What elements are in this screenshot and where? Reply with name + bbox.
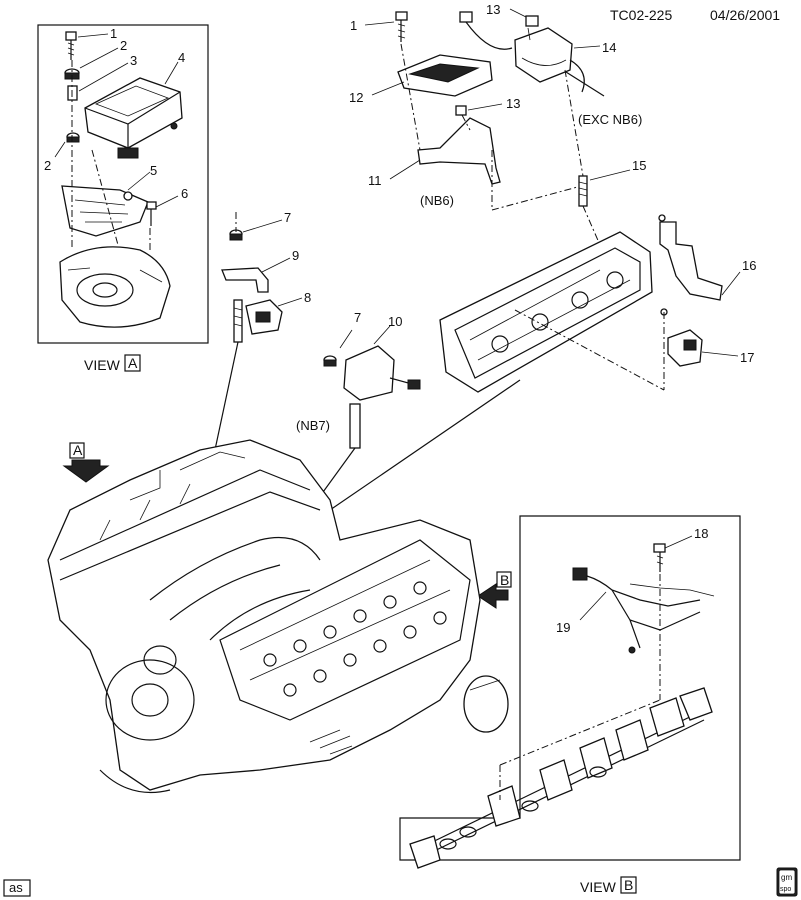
- callout-4: 4: [178, 50, 185, 65]
- callout-1-upper: 1: [350, 18, 357, 33]
- callout-5: 5: [150, 163, 157, 178]
- as-tag-box: [3, 879, 31, 897]
- callout-14: 14: [602, 40, 616, 55]
- view-b-letter: B: [624, 877, 633, 893]
- callout-18: 18: [694, 526, 708, 541]
- callout-15: 15: [632, 158, 646, 173]
- view-b-arrow: B: [477, 571, 512, 609]
- ignition-coil-assembly: 13 14 (EXC NB6): [459, 2, 642, 127]
- view-a-letter-box: [124, 354, 141, 372]
- valve-cover-part: [439, 231, 665, 393]
- callout-2-lower: 2: [44, 158, 51, 173]
- callout-2: 2: [120, 38, 127, 53]
- callout-17: 17: [740, 350, 754, 365]
- diagram-date: 04/26/2001: [710, 7, 780, 23]
- logo-spo: spo: [780, 886, 791, 893]
- stud-part: 15: [564, 69, 646, 246]
- view-a-letter: A: [128, 355, 138, 371]
- bracket-part: [61, 185, 149, 237]
- rocker-shaft-part: [409, 687, 713, 869]
- view-b-word: VIEW: [580, 879, 617, 895]
- callout-8: 8: [304, 290, 311, 305]
- wiring-bracket-part: 16: [658, 214, 756, 316]
- callout-7-lower: 7: [354, 310, 361, 325]
- view-a-arrow: A: [62, 442, 110, 483]
- arrow-a-letter: A: [73, 442, 83, 458]
- callout-6: 6: [181, 186, 188, 201]
- engine-fragment: [59, 246, 171, 328]
- callout-19: 19: [556, 620, 570, 635]
- sensor-connector-part: 17: [663, 312, 754, 390]
- as-tag: as: [9, 880, 23, 895]
- note-nb6: (NB6): [420, 193, 454, 208]
- callout-13-lower: 13: [506, 96, 520, 111]
- note-nb7: (NB7): [296, 418, 330, 433]
- callout-3: 3: [130, 53, 137, 68]
- view-a-panel: 1 2 3 4 2 5 6: [37, 24, 209, 344]
- view-b-panel: 18 19: [399, 515, 741, 869]
- callout-7-upper: 7: [284, 210, 291, 225]
- view-a-frame: [37, 24, 209, 344]
- logo-gm: gm: [781, 873, 792, 882]
- callout-10: 10: [388, 314, 402, 329]
- note-exc-nb6: (EXC NB6): [578, 112, 642, 127]
- gm-spo-logo: gm spo: [776, 867, 798, 897]
- coil-bracket-assembly: 1 12 13 11 (NB6): [349, 11, 586, 211]
- callout-1: 1: [110, 26, 117, 41]
- callout-13-upper: 13: [486, 2, 500, 17]
- callout-16: 16: [742, 258, 756, 273]
- view-a-word: VIEW: [84, 357, 121, 373]
- callout-12: 12: [349, 90, 363, 105]
- engine-block: [47, 439, 509, 794]
- callout-9: 9: [292, 248, 299, 263]
- diagram-code: TC02-225: [610, 7, 672, 23]
- arrow-b-letter: B: [500, 572, 509, 588]
- nb7-module-assembly: 7 10 (NB7): [296, 310, 521, 511]
- wire-harness-part: 19: [556, 567, 715, 654]
- view-b-letter-box: [620, 876, 637, 894]
- bolt-part: [65, 31, 77, 60]
- control-module-part: [84, 77, 183, 159]
- callout-11: 11: [368, 173, 382, 188]
